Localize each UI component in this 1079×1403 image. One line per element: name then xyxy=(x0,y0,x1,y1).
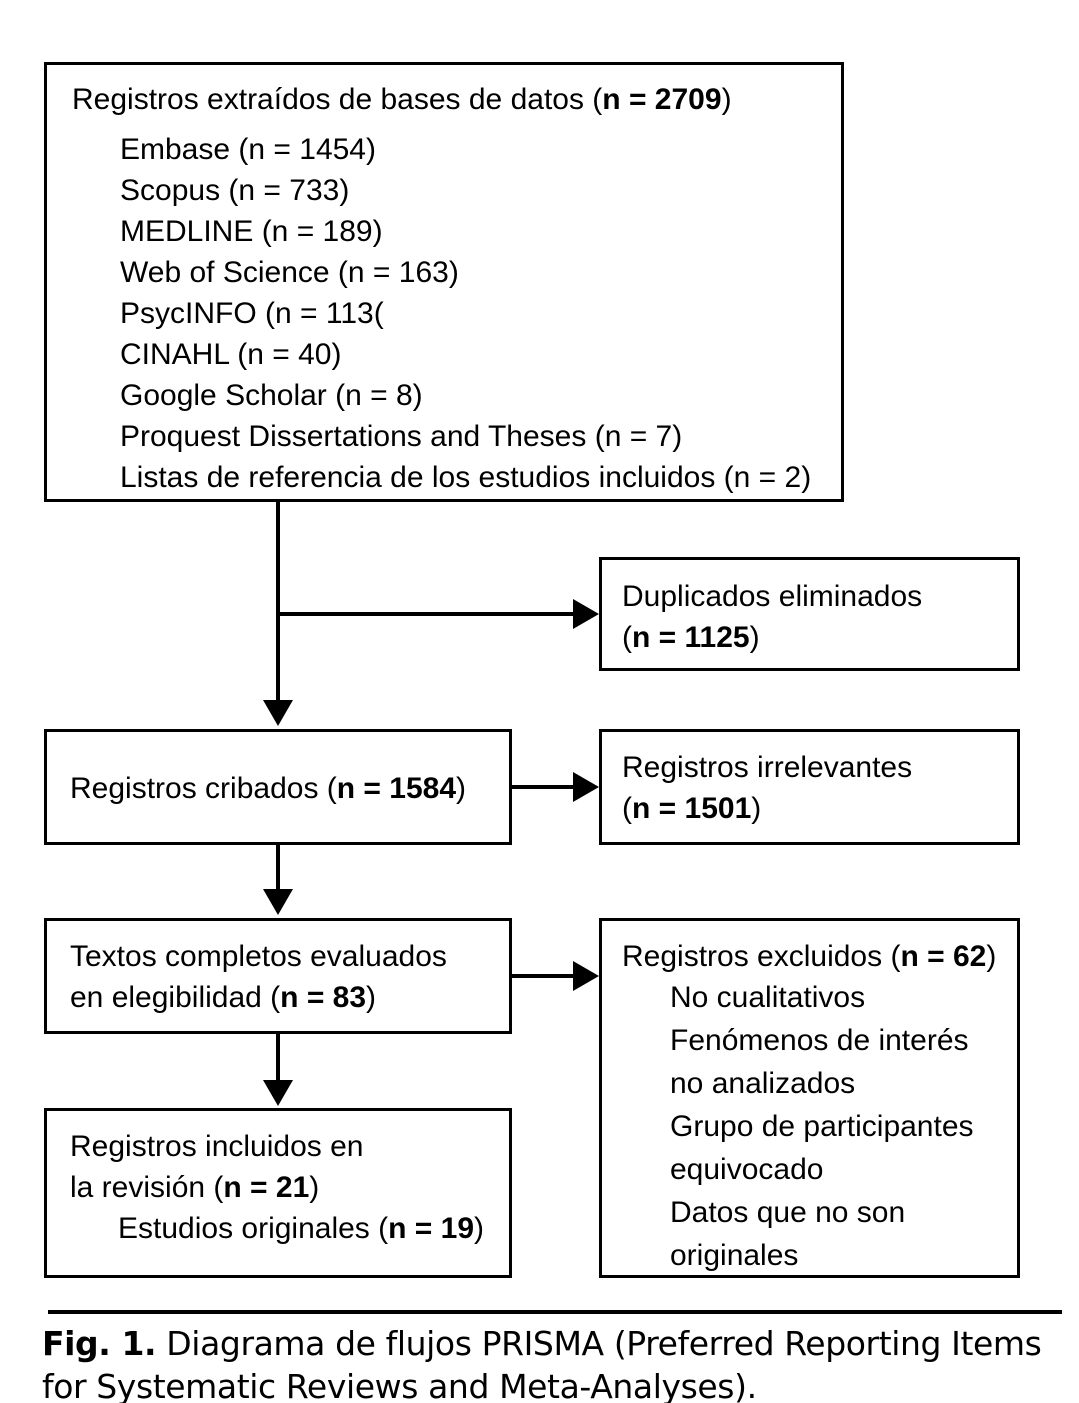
source-scopus: Scopus (n = 733) xyxy=(120,174,350,207)
duplicates-count-suffix: ) xyxy=(749,621,760,654)
figure-caption-label: Fig. 1. xyxy=(42,1324,157,1363)
eligibility-line2-suffix: ) xyxy=(366,981,377,1014)
included-line2: la revisión (n = 21) xyxy=(70,1168,319,1209)
excluded-heading-prefix: Registros excluidos ( xyxy=(622,940,901,973)
connector-screened-to-irrelevant xyxy=(512,785,575,789)
source-psycinfo: PsycINFO (n = 113( xyxy=(120,297,384,330)
eligibility-line1: Textos completos evaluados xyxy=(70,940,447,973)
included-records-box xyxy=(44,1108,512,1278)
identification-heading: Registros extraídos de bases de datos (n… xyxy=(72,80,732,121)
connector-screened-to-eligibility xyxy=(276,845,280,891)
original-studies-count: n = 19 xyxy=(388,1212,475,1245)
arrow-screened-to-eligibility xyxy=(263,889,293,915)
excluded-reason-4a: Datos que no son xyxy=(670,1196,906,1229)
source-cinahl: CINAHL (n = 40) xyxy=(120,338,342,371)
figure-caption-text: Diagrama de flujos PRISMA (Preferred Rep… xyxy=(42,1324,1042,1403)
irrelevant-count-suffix: ) xyxy=(751,792,762,825)
connector-eligibility-to-excluded xyxy=(512,974,575,978)
records-screened-box xyxy=(44,729,512,845)
identification-heading-prefix: Registros extraídos de bases de datos ( xyxy=(72,83,603,116)
included-line2-prefix: la revisión ( xyxy=(70,1171,224,1204)
duplicates-line1: Duplicados eliminados xyxy=(622,580,923,613)
identification-heading-count: n = 2709 xyxy=(602,83,722,116)
records-screened-suffix: ) xyxy=(456,772,467,805)
duplicates-count: (n = 1125) xyxy=(622,618,760,659)
identification-box xyxy=(44,62,844,502)
excluded-heading: Registros excluidos (n = 62) xyxy=(622,937,996,978)
included-line3-suffix: ) xyxy=(474,1212,485,1245)
included-line1: Registros incluidos en xyxy=(70,1130,364,1163)
connector-eligibility-to-included xyxy=(276,1034,280,1082)
irrelevant-line1: Registros irrelevantes xyxy=(622,751,913,784)
irrelevant-records-box xyxy=(599,729,1020,845)
arrow-eligibility-to-excluded xyxy=(573,961,599,991)
excluded-heading-suffix: ) xyxy=(986,940,997,973)
arrow-screened-to-irrelevant xyxy=(573,772,599,802)
eligibility-line2-prefix: en elegibilidad ( xyxy=(70,981,281,1014)
eligibility-box xyxy=(44,918,512,1034)
excluded-heading-count: n = 62 xyxy=(900,940,987,973)
irrelevant-count-prefix: ( xyxy=(622,792,632,825)
arrow-eligibility-to-included xyxy=(263,1080,293,1106)
records-screened-label: Registros cribados (n = 1584) xyxy=(70,769,466,810)
arrow-identification-to-duplicates xyxy=(573,599,599,629)
included-line3: Estudios originales (n = 19) xyxy=(70,1209,484,1250)
eligibility-count: n = 83 xyxy=(280,981,367,1014)
excluded-reason-4b: originales xyxy=(670,1239,799,1272)
caption-divider xyxy=(48,1310,1062,1314)
records-screened-prefix: Registros cribados ( xyxy=(70,772,337,805)
duplicates-removed-box xyxy=(599,557,1020,671)
irrelevant-count: (n = 1501) xyxy=(622,789,761,830)
source-google-scholar: Google Scholar (n = 8) xyxy=(120,379,423,412)
duplicates-count-value: n = 1125 xyxy=(632,621,750,654)
included-count: n = 21 xyxy=(223,1171,310,1204)
included-line3-prefix: Estudios originales ( xyxy=(118,1212,389,1245)
duplicates-count-prefix: ( xyxy=(622,621,632,654)
figure-caption: Fig. 1. Diagrama de flujos PRISMA (Prefe… xyxy=(42,1323,1062,1403)
irrelevant-count-value: n = 1501 xyxy=(632,792,752,825)
source-embase: Embase (n = 1454) xyxy=(120,133,376,166)
source-web-of-science: Web of Science (n = 163) xyxy=(120,256,459,289)
source-reference-lists: Listas de referencia de los estudios inc… xyxy=(120,461,812,494)
source-medline: MEDLINE (n = 189) xyxy=(120,215,383,248)
arrow-identification-to-screening xyxy=(263,700,293,726)
included-line2-suffix: ) xyxy=(309,1171,320,1204)
excluded-reason-2a: Fenómenos de interés xyxy=(670,1024,969,1057)
excluded-reason-3a: Grupo de participantes xyxy=(670,1110,974,1143)
identification-heading-suffix: ) xyxy=(721,83,732,116)
excluded-reason-2b: no analizados xyxy=(670,1067,856,1100)
excluded-reason-1: No cualitativos xyxy=(670,981,866,1014)
records-screened-count: n = 1584 xyxy=(336,772,457,805)
excluded-records-box xyxy=(599,918,1020,1278)
source-proquest: Proquest Dissertations and Theses (n = 7… xyxy=(120,420,683,453)
excluded-reason-3b: equivocado xyxy=(670,1153,824,1186)
connector-identification-to-screening xyxy=(276,502,280,702)
connector-identification-to-duplicates xyxy=(276,612,575,616)
eligibility-line2: en elegibilidad (n = 83) xyxy=(70,978,376,1019)
